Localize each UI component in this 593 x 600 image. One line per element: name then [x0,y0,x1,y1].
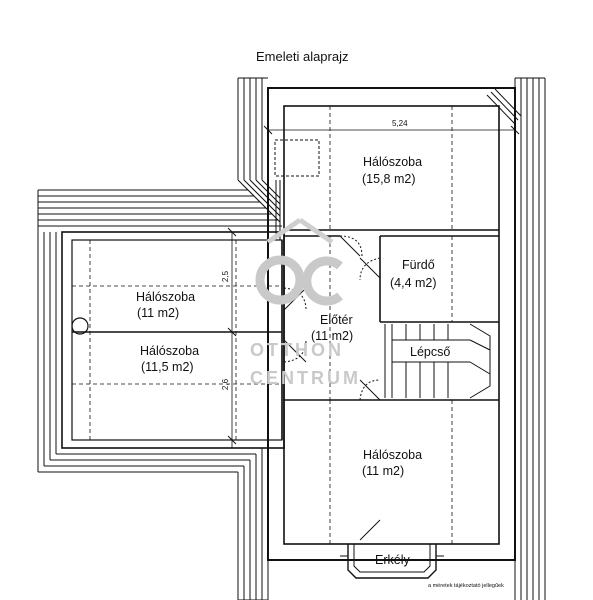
room-hall-area: (11 m2) [311,329,354,343]
dimension-top-width: 5,24 [392,119,408,128]
room-bedroom-left-upper-name: Hálószoba [136,290,196,304]
room-balcony-name: Erkély [375,553,410,567]
watermark-line-1: OTTHON [250,340,344,360]
room-hall-name: Előtér [320,313,353,327]
room-bathroom-area: (4,4 m2) [390,276,437,290]
room-bedroom-top-name: Hálószoba [363,155,423,169]
otthon-centrum-logo-watermark [255,217,343,306]
dimension-left-lower: 2,6 [221,378,231,391]
footnote: a méretek tájékoztató jellegűek [428,583,504,589]
room-bathroom-name: Fürdő [402,258,435,272]
room-bedroom-left-upper-area: (11 m2) [137,306,180,320]
room-bedroom-bottom-name: Hálószoba [363,448,423,462]
watermark-line-2: CENTRUM [250,368,361,388]
room-bedroom-left-lower-name: Hálószoba [140,344,200,358]
room-bedroom-left-lower-area: (11,5 m2) [141,360,194,374]
room-bedroom-top-area: (15,8 m2) [362,172,416,186]
dimension-left-upper: 2,5 [221,270,231,283]
plan-title: Emeleti alaprajz [256,49,349,64]
room-bedroom-bottom-area: (11 m2) [362,464,405,478]
room-stairs-name: Lépcső [410,345,451,359]
